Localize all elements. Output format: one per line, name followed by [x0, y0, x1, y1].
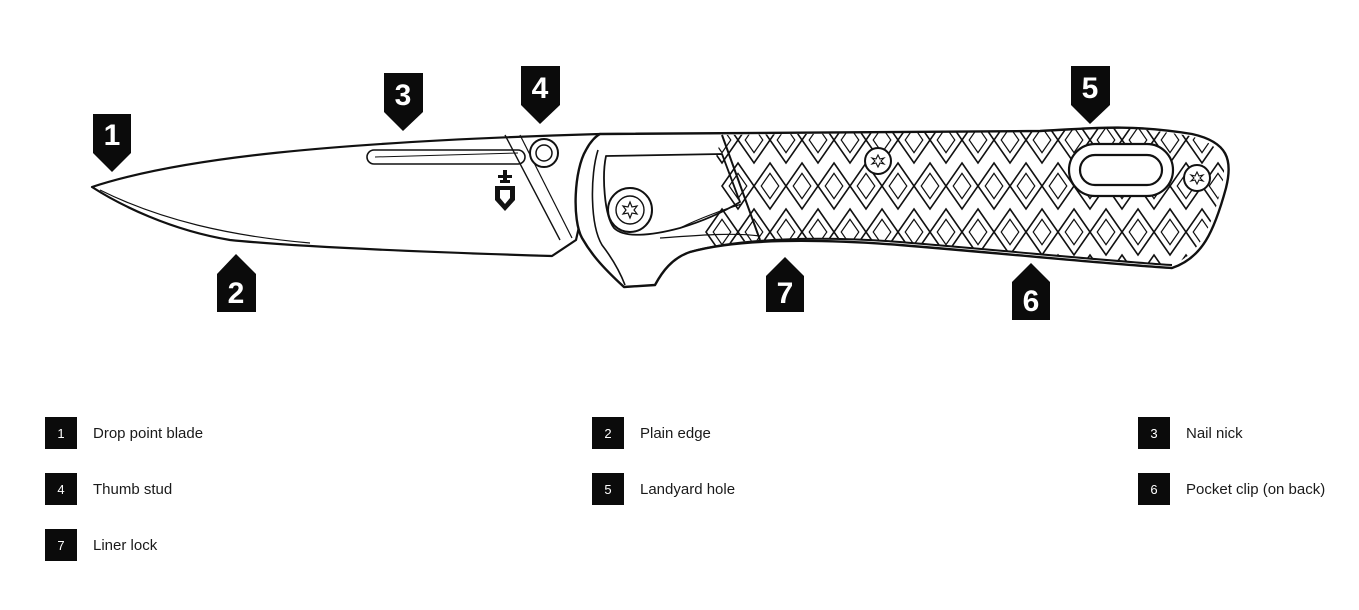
callout-3: 3: [384, 73, 423, 131]
legend-item-6: 6 Pocket clip (on back): [1138, 473, 1325, 505]
legend-item-4: 4 Thumb stud: [45, 473, 172, 505]
callout-7-number: 7: [777, 277, 794, 310]
callout-6-number: 6: [1023, 285, 1040, 318]
legend-label: Thumb stud: [93, 480, 173, 498]
knife-diagram: 1 2 3 4 5 6 7: [90, 66, 1230, 320]
thumb-stud: [529, 138, 559, 168]
legend-badge: 7: [45, 529, 77, 561]
legend-item-7: 7 Liner lock: [45, 529, 157, 561]
legend-badge: 2: [592, 417, 624, 449]
legend-item-2: 2 Plain edge: [592, 417, 711, 449]
torx-screw-icon: [1183, 164, 1211, 192]
legend-badge: 4: [45, 473, 77, 505]
knife-illustration: 1 2 3 4 5 6 7: [90, 66, 1230, 320]
nail-nick: [366, 149, 526, 165]
torx-screw-icon: [607, 187, 653, 233]
legend-label: Pocket clip (on back): [1186, 480, 1326, 498]
callout-5-number: 5: [1082, 72, 1099, 105]
legend-badge: 3: [1138, 417, 1170, 449]
legend-label: Plain edge: [640, 424, 711, 442]
blade: [90, 132, 602, 258]
lanyard-hole: [1067, 142, 1175, 198]
legend-label: Landyard hole: [640, 480, 736, 498]
callout-6: 6: [1012, 263, 1050, 320]
callout-1-number: 1: [104, 119, 121, 152]
callout-1: 1: [93, 114, 131, 172]
torx-screw-icon: [864, 147, 892, 175]
callout-4-number: 4: [532, 72, 549, 105]
legend-badge: 1: [45, 417, 77, 449]
gerber-logo-icon: [495, 170, 515, 211]
callout-4: 4: [521, 66, 560, 124]
callout-2-number: 2: [228, 277, 245, 310]
callout-2: 2: [217, 254, 256, 312]
legend-label: Drop point blade: [93, 424, 204, 442]
legend-item-1: 1 Drop point blade: [45, 417, 203, 449]
legend-badge: 5: [592, 473, 624, 505]
callout-3-number: 3: [395, 79, 412, 112]
legend-label: Nail nick: [1186, 424, 1243, 442]
legend-item-5: 5 Landyard hole: [592, 473, 735, 505]
legend-item-3: 3 Nail nick: [1138, 417, 1243, 449]
callout-5: 5: [1071, 66, 1110, 124]
callout-7: 7: [766, 257, 804, 312]
legend-label: Liner lock: [93, 536, 158, 554]
parts-legend: 1 Drop point blade 2 Plain edge 3 Nail n…: [0, 415, 1359, 585]
handle: [574, 126, 1230, 289]
legend-badge: 6: [1138, 473, 1170, 505]
